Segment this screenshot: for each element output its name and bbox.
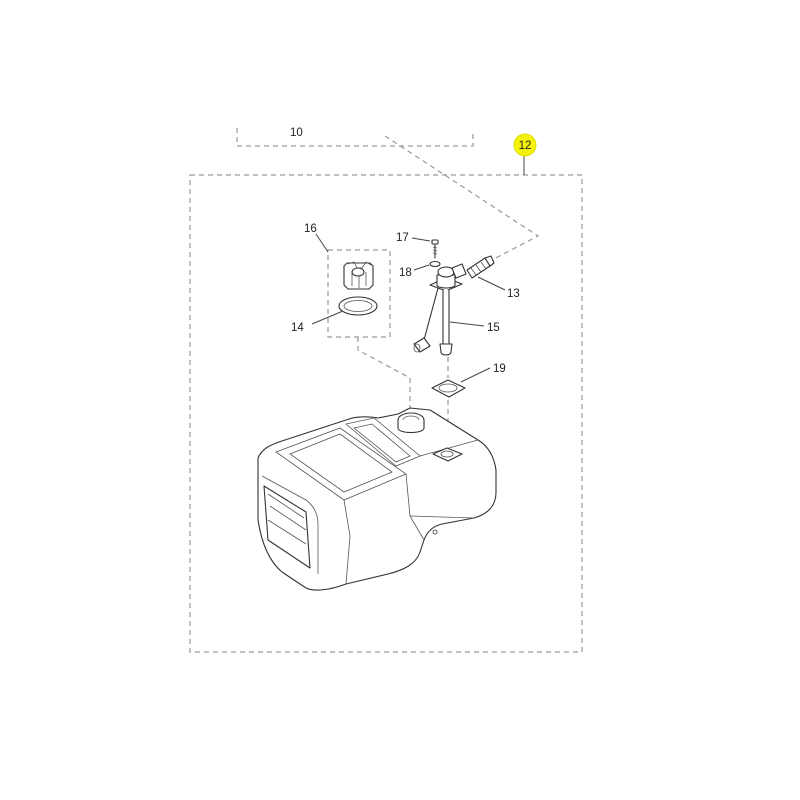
assembly-number: 12 (519, 140, 532, 152)
callout-13: 13 (507, 288, 520, 300)
assembly-frame (189, 174, 583, 653)
hose-fitting[interactable] (466, 255, 495, 279)
screw[interactable] (431, 239, 439, 259)
callout-15: 15 (487, 322, 500, 334)
cap-subassembly-frame (327, 249, 391, 338)
filler-cap[interactable] (343, 261, 374, 290)
fuel-gauge-sender[interactable] (413, 263, 467, 356)
partial-callout-label: 10 (290, 127, 303, 139)
callout-18: 18 (399, 267, 412, 279)
fuel-tank[interactable] (257, 407, 497, 591)
gauge-gasket[interactable] (431, 379, 466, 398)
highlight-circle (513, 133, 537, 157)
callout-17: 17 (396, 232, 409, 244)
callout-19: 19 (493, 363, 506, 375)
fitting-leader-line (384, 135, 540, 263)
washer[interactable] (429, 260, 441, 268)
assembly-callout[interactable]: 12 (513, 133, 537, 175)
previous-assembly-frame: 10 (236, 127, 474, 147)
callout-14: 14 (291, 322, 304, 334)
cap-seal-ring[interactable] (338, 296, 378, 316)
cap-leader-line (357, 337, 411, 412)
callout-16: 16 (304, 223, 317, 235)
